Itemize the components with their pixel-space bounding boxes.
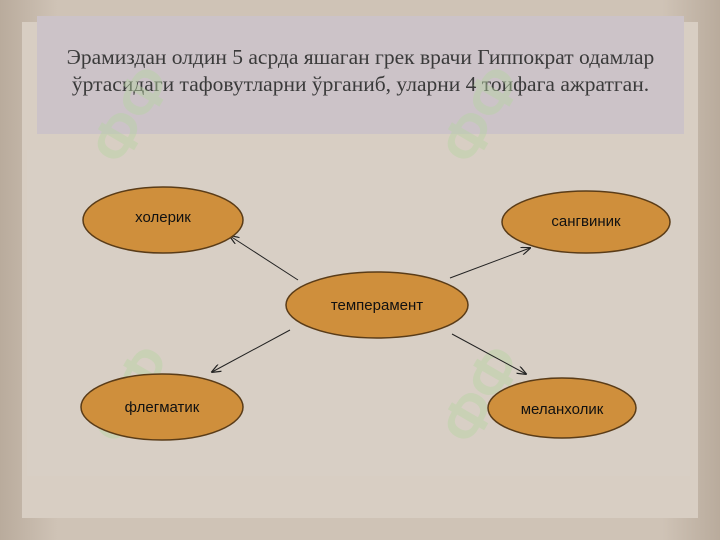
node-phlegmatic: флегматик: [80, 373, 244, 441]
node-center-label: темперамент: [331, 297, 423, 314]
arrow-to-choleric: [230, 236, 299, 281]
title-box: [37, 16, 684, 134]
node-choleric-label: холерик: [135, 209, 191, 226]
node-sanguine: сангвиник: [501, 190, 671, 254]
node-center: темперамент: [285, 271, 469, 339]
arrow-to-phlegmatic: [212, 329, 291, 372]
node-choleric: холерик: [82, 186, 244, 254]
node-sanguine-label: сангвиник: [551, 213, 621, 230]
arrow-to-sanguine: [449, 248, 530, 279]
slide-title: Эрамиздан олдин 5 асрда яшаган грек врач…: [66, 45, 655, 96]
node-phlegmatic-label: флегматик: [125, 399, 200, 416]
arrow-to-melancholic: [451, 333, 526, 374]
node-melancholic: меланхолик: [487, 377, 637, 439]
node-melancholic-label: меланхолик: [521, 401, 604, 418]
